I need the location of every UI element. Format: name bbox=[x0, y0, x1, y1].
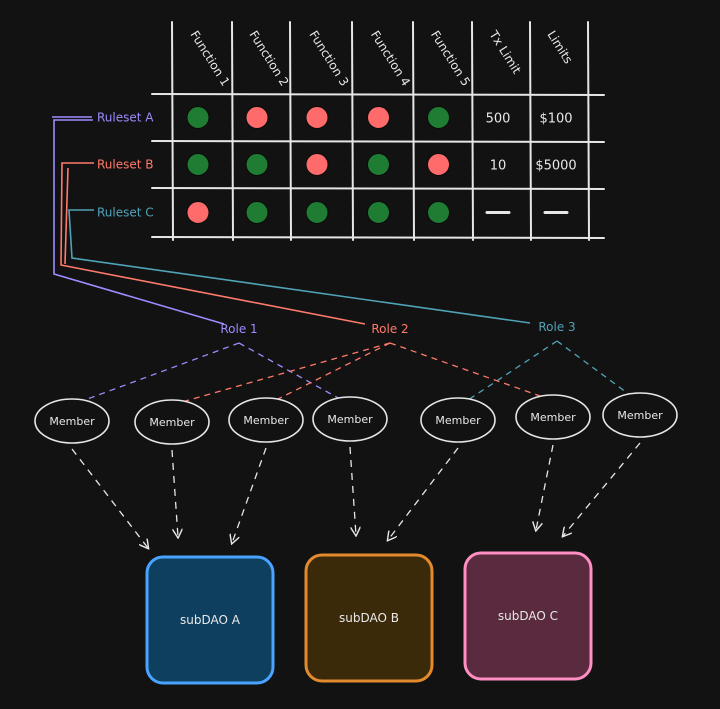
table-row-line bbox=[151, 93, 605, 96]
member-label: Member bbox=[617, 409, 663, 422]
member-node bbox=[134, 399, 210, 445]
table-row-line bbox=[151, 236, 605, 239]
table-row-line bbox=[151, 187, 605, 190]
member-label: Member bbox=[327, 413, 373, 426]
column-header: Tx Limit bbox=[486, 27, 524, 76]
column-header: Function 5 bbox=[428, 28, 473, 88]
column-header: Function 3 bbox=[306, 28, 351, 88]
limits-value: $100 bbox=[539, 112, 572, 127]
role-member-link bbox=[275, 342, 391, 401]
role-member-link bbox=[389, 342, 544, 398]
table-column-line bbox=[529, 21, 532, 241]
role-label: Role 1 bbox=[220, 322, 257, 336]
member-subdao-arrow bbox=[349, 446, 356, 535]
subdao-box bbox=[463, 551, 593, 681]
member-node bbox=[515, 394, 591, 440]
tx-limit-value: 500 bbox=[486, 112, 511, 127]
cell-status-dot-red bbox=[305, 153, 329, 176]
role-label: Role 3 bbox=[538, 320, 575, 334]
ruleset-label: Ruleset C bbox=[97, 206, 154, 220]
cell-status-dot-green bbox=[186, 153, 210, 176]
member-node bbox=[312, 396, 388, 442]
cell-status-dot-green bbox=[367, 153, 390, 176]
cell-status-dot-green bbox=[186, 106, 210, 129]
table-column-line bbox=[587, 21, 590, 241]
member-node bbox=[602, 392, 678, 438]
cell-status-dot-green bbox=[245, 153, 269, 176]
member-label: Member bbox=[149, 416, 195, 429]
table-row-line bbox=[151, 140, 605, 143]
member-node bbox=[420, 397, 496, 443]
tx-limit-value: — bbox=[492, 206, 505, 221]
member-label: Member bbox=[530, 411, 576, 424]
ruleset-b-connector bbox=[60, 162, 366, 325]
member-label: Member bbox=[49, 415, 95, 428]
role-label: Role 2 bbox=[371, 322, 408, 336]
column-header: Function 4 bbox=[368, 28, 413, 88]
member-subdao-arrow bbox=[171, 449, 178, 537]
role-member-link bbox=[556, 340, 631, 396]
cell-status-dot-red bbox=[367, 106, 390, 129]
member-node bbox=[34, 398, 110, 444]
subdao-box bbox=[145, 555, 275, 685]
cell-status-dot-green bbox=[305, 201, 329, 224]
table-column-line bbox=[231, 21, 234, 241]
member-subdao-arrow bbox=[536, 444, 554, 530]
column-header: Limits bbox=[544, 28, 575, 66]
column-header: Function 1 bbox=[187, 28, 232, 88]
role-member-link bbox=[467, 340, 558, 401]
ruleset-label: Ruleset B bbox=[97, 158, 154, 172]
member-label: Member bbox=[243, 414, 289, 427]
member-node bbox=[228, 397, 304, 443]
cell-status-dot-green bbox=[367, 201, 390, 224]
table-column-line bbox=[351, 21, 354, 241]
cell-status-dot-green bbox=[427, 106, 450, 129]
table-column-line bbox=[412, 21, 415, 241]
cell-status-dot-green bbox=[245, 201, 269, 224]
cell-status-dot-red bbox=[186, 201, 210, 224]
table-grid bbox=[151, 21, 605, 241]
cell-status-dot-red bbox=[427, 153, 450, 176]
column-header: Function 2 bbox=[246, 28, 291, 88]
ruleset-c-connector bbox=[68, 209, 531, 324]
subdao-label: subDAO C bbox=[498, 609, 558, 623]
member-subdao-arrow bbox=[388, 447, 459, 540]
subdao-box bbox=[304, 553, 434, 683]
table-column-line bbox=[171, 21, 174, 241]
subdao-label: subDAO A bbox=[180, 613, 241, 627]
member-subdao-arrow bbox=[563, 442, 641, 536]
role-member-link bbox=[81, 342, 240, 402]
role-member-link bbox=[181, 342, 391, 403]
cell-status-dot-red bbox=[305, 106, 329, 129]
table-column-line bbox=[471, 21, 474, 241]
ruleset-label: Ruleset A bbox=[97, 111, 154, 125]
limits-value: $5000 bbox=[535, 159, 576, 174]
subdao-label: subDAO B bbox=[339, 611, 399, 625]
tx-limit-value: 10 bbox=[490, 159, 507, 174]
table-column-line bbox=[289, 21, 292, 241]
member-subdao-arrow bbox=[232, 447, 267, 543]
ruleset-a-connector bbox=[52, 116, 225, 325]
limits-value: — bbox=[550, 206, 563, 221]
member-label: Member bbox=[435, 414, 481, 427]
cell-status-dot-green bbox=[427, 201, 450, 224]
cell-status-dot-red bbox=[245, 106, 269, 129]
member-subdao-arrow bbox=[71, 448, 148, 548]
